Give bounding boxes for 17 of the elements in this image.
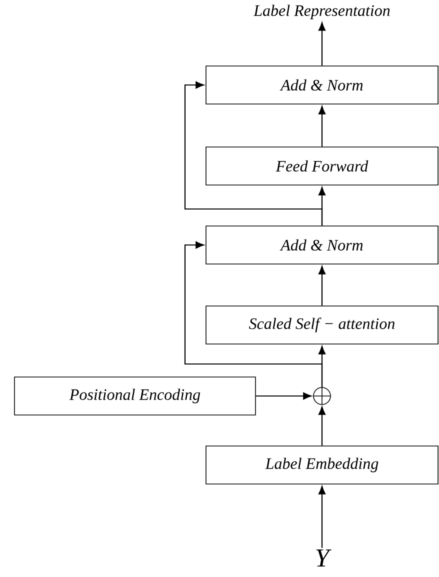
output-label: Label Representation <box>253 4 390 20</box>
process-box: Label Embedding <box>206 446 438 484</box>
arrow <box>184 81 323 226</box>
process-box: Add & Norm <box>206 66 438 104</box>
sum-symbol <box>313 387 331 405</box>
arrow <box>318 22 326 66</box>
arrow <box>318 486 326 548</box>
process-box: Scaled Self − attention <box>206 306 438 344</box>
arrow <box>256 392 312 400</box>
process-box: Add & Norm <box>206 226 438 264</box>
arrow <box>318 266 326 306</box>
process-box: Positional Encoding <box>14 376 256 416</box>
arrow <box>318 406 326 446</box>
input-label: Y <box>316 549 332 567</box>
arrow <box>318 106 326 147</box>
arrow <box>184 241 323 388</box>
process-box: Feed Forward <box>206 146 438 186</box>
